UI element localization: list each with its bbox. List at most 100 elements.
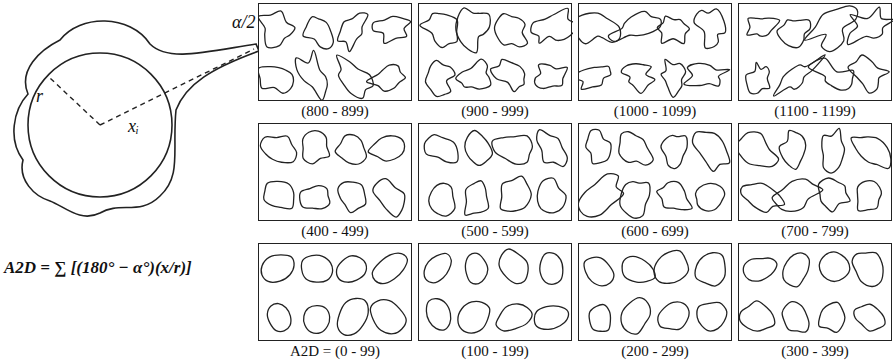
panel-frame xyxy=(258,243,412,341)
particle-outline xyxy=(372,16,411,43)
particle-outline xyxy=(301,255,332,282)
particle-outline xyxy=(697,302,727,331)
shape-panel: (200 - 299) xyxy=(578,243,732,360)
particle-shapes xyxy=(579,244,733,342)
particle-shapes xyxy=(259,124,413,222)
particle-outline xyxy=(622,256,655,282)
particle-shapes xyxy=(579,4,733,102)
range-label: (200 - 299) xyxy=(578,343,732,360)
particle-outline xyxy=(695,184,724,211)
formula: A2D = ∑ [(180° − α°)(x/r)] xyxy=(4,258,192,278)
angle-label: α/2 xyxy=(232,12,255,33)
particle-outline xyxy=(743,258,777,281)
distance-line xyxy=(100,49,254,125)
panel-frame xyxy=(258,3,412,101)
panel-frame xyxy=(738,3,892,101)
particle-shapes xyxy=(739,244,893,342)
particle-outline xyxy=(783,253,810,287)
particle-outline xyxy=(854,304,885,331)
particle-outline xyxy=(619,132,654,166)
particle-shapes xyxy=(419,4,573,102)
particle-outline xyxy=(740,301,775,331)
particle-outline xyxy=(537,130,568,167)
particle-outline xyxy=(424,135,458,163)
shape-panel: (700 - 799) xyxy=(738,123,892,240)
panel-frame xyxy=(418,3,572,101)
particle-outline xyxy=(847,7,893,45)
particle-outline xyxy=(500,176,531,211)
particle-outline xyxy=(818,178,850,212)
particle-outline xyxy=(372,253,407,284)
particle-outline xyxy=(492,135,533,164)
shape-panel: (600 - 699) xyxy=(578,123,732,240)
particle-outline xyxy=(367,65,406,92)
shape-panel: (500 - 599) xyxy=(418,123,572,240)
range-label: (900 - 999) xyxy=(418,103,572,120)
particle-outline xyxy=(456,8,491,53)
particle-outline xyxy=(818,302,844,332)
panel-frame xyxy=(738,123,892,221)
particle-outline xyxy=(851,137,891,169)
panel-frame xyxy=(418,243,572,341)
particle-outline xyxy=(267,304,291,332)
particle-outline xyxy=(465,131,493,166)
range-label: (1100 - 1199) xyxy=(738,103,892,120)
particle-outline xyxy=(259,67,293,94)
particle-outline xyxy=(534,306,568,330)
particle-shapes xyxy=(259,4,413,102)
range-label: (300 - 399) xyxy=(738,343,892,360)
particle-outline xyxy=(304,306,330,334)
particle-outline xyxy=(491,59,525,91)
particle-outline xyxy=(337,13,368,52)
particle-outline xyxy=(589,304,610,331)
range-label: (500 - 599) xyxy=(418,223,572,240)
particle-outline xyxy=(426,299,450,330)
shape-panel: (1000 - 1099) xyxy=(578,3,732,120)
particle-outline xyxy=(424,253,451,283)
particle-outline xyxy=(335,135,366,165)
range-label: (400 - 499) xyxy=(258,223,412,240)
particle-outline xyxy=(264,181,294,209)
shape-panel: (800 - 899) xyxy=(258,3,412,120)
panel-frame xyxy=(578,243,732,341)
particle-outline xyxy=(857,181,881,211)
particle-outline xyxy=(535,64,568,88)
particle-outline xyxy=(658,302,689,330)
particle-outline xyxy=(373,179,405,217)
particle-outline xyxy=(494,14,527,47)
particle-outline xyxy=(465,253,487,284)
particle-outline xyxy=(852,252,883,286)
particle-outline xyxy=(621,64,655,94)
particle-outline xyxy=(499,249,528,284)
particle-outline xyxy=(654,250,689,283)
particle-outline xyxy=(456,59,491,89)
particle-shapes xyxy=(739,4,893,102)
panel-frame xyxy=(578,3,732,101)
particle-outline xyxy=(739,132,779,167)
shape-panel: A2D = (0 - 99) xyxy=(258,243,412,360)
particle-outline xyxy=(746,62,770,93)
particle-shapes xyxy=(579,124,733,222)
shape-panel: (900 - 999) xyxy=(418,3,572,120)
range-label: A2D = (0 - 99) xyxy=(258,343,412,360)
particle-outline xyxy=(370,300,406,334)
particle-outline xyxy=(579,174,624,217)
particle-outline xyxy=(260,136,296,163)
particle-outline xyxy=(579,13,621,44)
shape-panel: (100 - 199) xyxy=(418,243,572,360)
panel-frame xyxy=(738,243,892,341)
particle-outline xyxy=(747,18,780,37)
particle-outline xyxy=(608,11,661,41)
particle-outline xyxy=(465,181,489,216)
particle-outline xyxy=(782,302,809,333)
particle-outline xyxy=(773,55,825,96)
particle-shapes xyxy=(259,244,413,342)
panel-frame xyxy=(578,123,732,221)
particle-shapes xyxy=(419,244,573,342)
particle-outline xyxy=(684,63,730,86)
particle-shapes xyxy=(419,124,573,222)
particle-outline xyxy=(540,253,563,285)
particle-outline xyxy=(458,301,490,333)
panel-frame xyxy=(418,123,572,221)
particle-outline xyxy=(336,55,373,98)
